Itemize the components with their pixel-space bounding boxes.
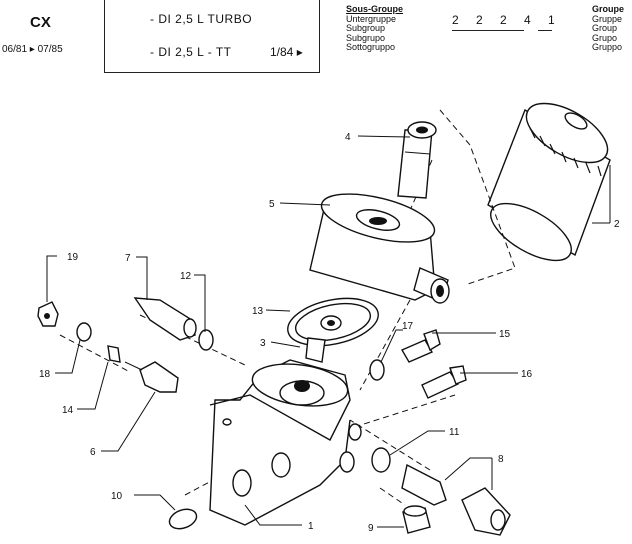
leader-lines [46,135,611,528]
callout-6: 6 [90,447,96,458]
group-label: Grupo [592,32,618,43]
assembly-line [359,299,411,391]
assembly-line [349,419,431,471]
callout-2: 2 [614,219,620,230]
subgroup-label: Sous-Groupe [346,4,404,14]
code-underline-blank [538,30,552,31]
filter-support-body [209,359,362,526]
subgroup-label: Untergruppe [346,13,397,24]
switch-8 [401,463,511,536]
callout-19: 19 [67,252,79,263]
assembly-line [379,487,406,506]
callout-5: 5 [269,199,275,210]
assembly-line [439,109,516,286]
engine-title-2: - DI 2,5 L - TT [150,45,232,59]
oil-cooler-housing [309,193,450,304]
washer-12 [198,329,214,351]
temperature-sender-6 [124,361,179,393]
union-16 [421,365,467,399]
callout-16: 16 [521,369,533,380]
callout-13: 13 [252,306,264,317]
subgroup-code: 2 2 2 4 1 [452,13,562,27]
group-label: Group [592,23,618,33]
code-underline [452,30,524,31]
washer-11 [371,447,391,473]
stud-15 [400,329,441,363]
center-nipple [305,337,326,363]
callout-7: 7 [125,253,131,264]
oil-filter-cartridge [487,102,611,262]
group-label: Gruppo [592,42,623,52]
title-box [104,0,320,73]
callout-12: 12 [180,271,192,282]
callout-3: 3 [260,338,266,349]
threaded-union [397,121,437,199]
callout-11: 11 [449,427,460,438]
nut-19 [37,301,59,327]
seal-ring-10 [168,508,198,530]
subgroup-labels: Sous-Groupe Untergruppe Subgroup Subgrup… [346,4,404,53]
model-name: CX [30,14,51,31]
subgroup-label: Subgroup [346,23,386,33]
page-reference: 1/84 ▸ [270,45,303,59]
date-range: 06/81 ▸ 07/85 [2,44,63,55]
gasket-ring [287,297,379,347]
callout-18: 18 [39,369,51,380]
callout-9: 9 [368,523,374,534]
group-labels: Groupe Gruppe Group Grupo Gruppo [592,4,625,53]
clip-14 [107,345,121,363]
group-label: Groupe [592,4,625,14]
assembly-line [59,334,131,373]
callout-8: 8 [498,454,504,465]
subgroup-label: Sottogruppo [346,42,396,52]
callout-1: 1 [308,521,314,532]
callout-4: 4 [345,132,351,143]
plug-9 [402,505,431,534]
engine-title-1: - DI 2,5 L TURBO [150,12,253,26]
subgroup-label: Subgrupo [346,32,386,43]
washer-17 [369,359,385,381]
group-label: Gruppe [592,13,623,24]
pressure-sender-7 [133,297,197,341]
washer-18 [76,322,92,342]
callout-17: 17 [402,321,414,332]
callout-10: 10 [111,491,123,502]
catalog-header: CX 06/81 ▸ 07/85 - DI 2,5 L TURBO - DI 2… [0,0,632,76]
assembly-line [344,394,456,431]
callout-14: 14 [62,405,74,416]
callout-15: 15 [499,329,511,340]
